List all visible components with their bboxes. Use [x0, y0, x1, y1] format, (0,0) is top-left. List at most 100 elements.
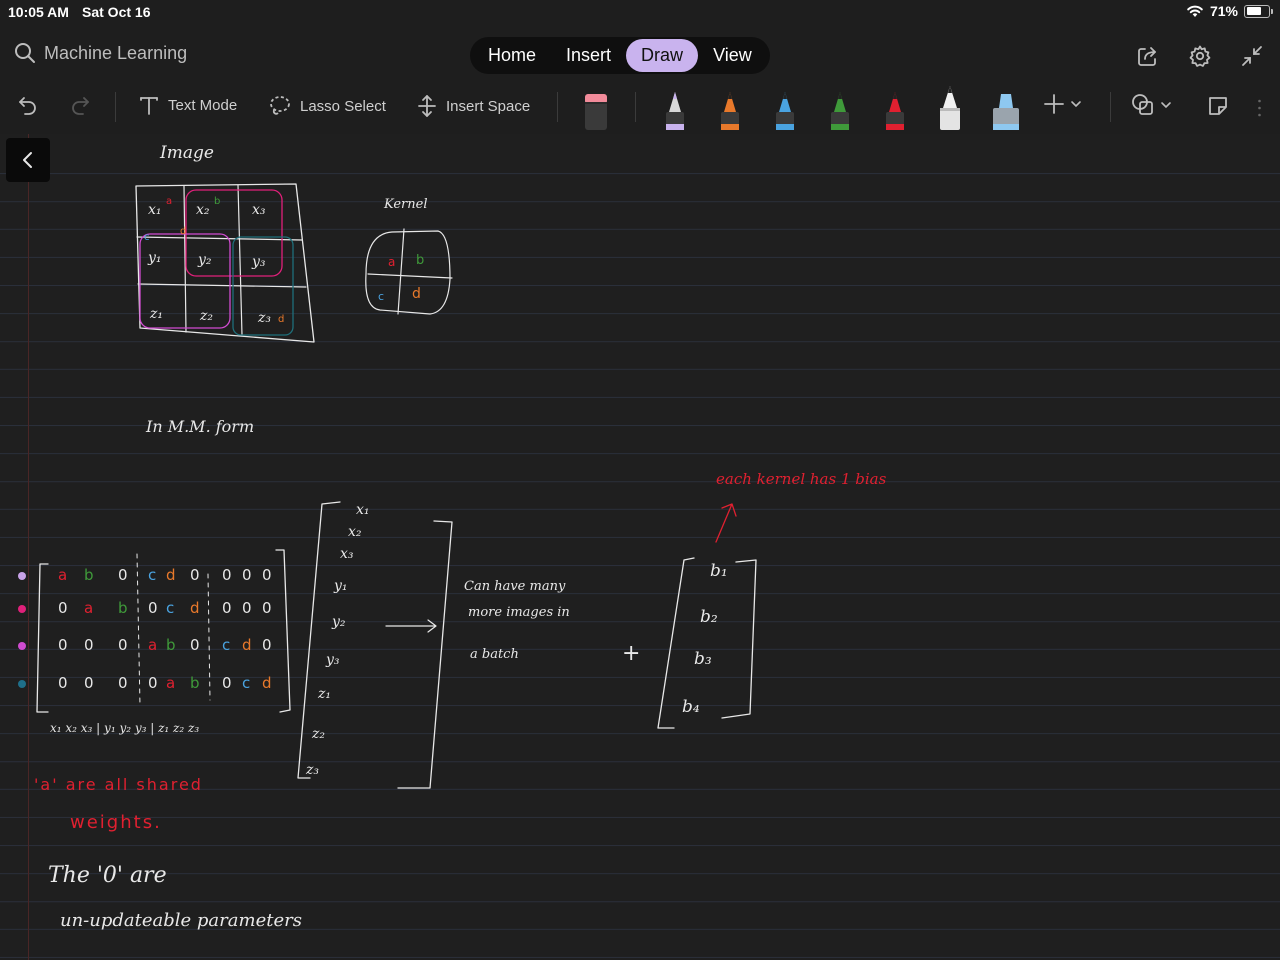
insert-space-label: Insert Space — [446, 97, 531, 115]
matrix-cell: 0 — [242, 599, 252, 617]
collapse-button[interactable] — [1238, 42, 1266, 70]
matrix-cell: 0 — [222, 566, 232, 584]
back-button[interactable] — [6, 138, 50, 182]
notebook-title: Machine Learning — [44, 42, 188, 63]
highlighter-blue-icon[interactable] — [990, 86, 1022, 130]
tab-home[interactable]: Home — [488, 45, 537, 65]
batch-note-line: more images in — [468, 605, 570, 620]
grid-cell: y₂ — [197, 252, 212, 268]
input-vector-entry: x₃ — [340, 546, 354, 562]
svg-text:d: d — [180, 226, 186, 237]
undo-button[interactable] — [14, 92, 42, 120]
add-pen-button[interactable] — [1042, 92, 1082, 116]
settings-button[interactable] — [1186, 42, 1214, 70]
grid-cell: y₃ — [251, 254, 266, 270]
pen-orange-icon[interactable] — [717, 86, 743, 130]
shapes-button[interactable] — [1130, 92, 1172, 118]
status-right: 71% — [1186, 3, 1273, 19]
tab-insert[interactable]: Insert — [566, 45, 612, 65]
tab-draw[interactable]: Draw — [626, 39, 699, 72]
title-row: Machine Learning Home Insert Draw View — [0, 34, 1280, 78]
matrix-cell: b — [84, 566, 94, 584]
pen-white-icon[interactable] — [937, 86, 963, 130]
matrix-cell: 0 — [148, 674, 158, 692]
grid-cell: y₁ — [147, 250, 162, 266]
bias-entry: b₂ — [700, 607, 718, 627]
input-vector-entry: y₃ — [325, 652, 340, 668]
matrix-cell: 0 — [58, 636, 68, 654]
battery-icon — [1244, 4, 1273, 18]
battery-percent: 71% — [1209, 3, 1238, 19]
title-actions — [1134, 42, 1266, 70]
insert-space-button[interactable]: Insert Space — [416, 94, 530, 118]
plus-sign: + — [622, 641, 640, 666]
notebook-search[interactable]: Machine Learning — [14, 42, 187, 64]
tab-view[interactable]: View — [713, 45, 752, 65]
share-button[interactable] — [1134, 42, 1162, 70]
matrix-cell: 0 — [262, 636, 272, 654]
matrix-cell: 0 — [190, 636, 200, 654]
matrix-cell: 0 — [222, 599, 232, 617]
input-vector-entry: y₂ — [331, 614, 346, 630]
note-canvas[interactable]: Image Kernel x₁ x₂ x₃ y₁ y₂ y₃ z₁ z₂ z₃ … — [0, 134, 1280, 960]
input-vector-entry: z₃ — [305, 762, 319, 778]
grid-cell: z₂ — [199, 308, 213, 324]
search-icon — [15, 43, 35, 63]
pen-blue-icon[interactable] — [772, 86, 798, 130]
svg-text:b: b — [214, 196, 220, 207]
redo-button[interactable] — [66, 92, 94, 120]
svg-text:c: c — [144, 232, 150, 243]
kernel-label: Kernel — [383, 197, 428, 212]
more-icon[interactable] — [1258, 98, 1261, 118]
redo-icon — [72, 97, 89, 115]
toolbar-divider — [635, 92, 636, 122]
matrix-cell: 0 — [118, 636, 128, 654]
status-time: 10:05 AM — [8, 4, 69, 20]
shared-weights-note: weights. — [70, 812, 162, 833]
bias-entry: b₁ — [710, 561, 728, 581]
matrix-cell: c — [222, 636, 230, 654]
draw-toolbar: Text Mode Lasso Select Insert Space — [0, 84, 1280, 130]
lasso-select-button[interactable]: Lasso Select — [268, 94, 386, 118]
handwritten-ink: Image Kernel x₁ x₂ x₃ y₁ y₂ y₃ z₁ z₂ z₃ … — [18, 143, 887, 931]
undo-icon — [19, 97, 36, 115]
bias-note: each kernel has 1 bias — [716, 470, 887, 488]
matrix-cell: 0 — [84, 674, 94, 692]
grid-cell: x₃ — [252, 202, 266, 218]
matrix-cell: 0 — [222, 674, 232, 692]
batch-note-line: a batch — [470, 647, 519, 662]
input-vector-entry: z₂ — [311, 726, 325, 742]
margin-line — [28, 134, 29, 960]
grid-cell: z₃ — [257, 310, 271, 326]
pen-lavender-icon[interactable] — [662, 86, 688, 130]
status-date: Sat Oct 16 — [82, 4, 151, 20]
matrix-cell: b — [166, 636, 176, 654]
toolbar-divider — [557, 92, 558, 122]
svg-text:d: d — [278, 314, 284, 325]
matrix-cell: a — [58, 566, 67, 584]
text-mode-button[interactable]: Text Mode — [138, 94, 237, 116]
eraser-icon[interactable] — [583, 86, 609, 130]
matrix-cell: a — [84, 599, 93, 617]
wifi-icon — [1187, 5, 1203, 17]
chevron-left-icon — [23, 152, 32, 168]
matrix-cell: d — [262, 674, 272, 692]
pen-green-icon[interactable] — [827, 86, 853, 130]
settings-icon — [1189, 45, 1211, 67]
image-label: Image — [159, 143, 214, 163]
bias-entry: b₄ — [682, 697, 700, 717]
ink-to-shape-button[interactable] — [1204, 92, 1232, 120]
toolbar-divider — [115, 92, 116, 122]
plus-icon — [1044, 94, 1064, 114]
grid-cell: x₂ — [196, 202, 210, 218]
toolbar-divider — [1110, 92, 1111, 122]
pen-red-icon[interactable] — [882, 86, 908, 130]
matrix-cell: 0 — [84, 636, 94, 654]
kernel-cell-d: d — [412, 286, 421, 302]
shared-weights-note: 'a' are all shared — [34, 775, 203, 794]
kernel-cell-b: b — [416, 253, 424, 268]
matrix-cell: c — [148, 566, 156, 584]
